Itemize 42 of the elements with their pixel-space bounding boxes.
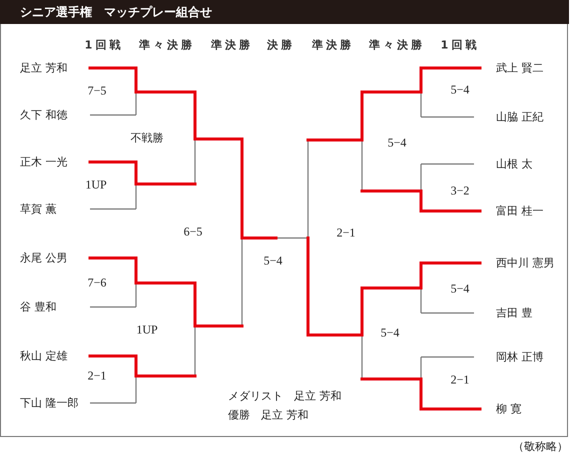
round-heading: 準々決勝: [369, 38, 425, 52]
player-name: 山脇 正紀: [496, 110, 544, 124]
player-name: 秋山 定雄: [20, 348, 68, 364]
round-heading: 準決勝: [312, 38, 354, 52]
player-name: 足立 芳和: [20, 60, 68, 76]
player-name: 武上 賢二: [496, 60, 544, 76]
match-score: 3−2: [450, 184, 470, 198]
player-name: 谷 豊和: [20, 300, 56, 314]
match-score: 1UP: [136, 322, 158, 338]
player-name: 岡林 正博: [496, 350, 544, 364]
match-score: 2−1: [88, 368, 106, 384]
match-score: 2−1: [450, 372, 470, 388]
round-heading: 1回戦: [84, 38, 124, 52]
match-score: 5−4: [380, 326, 400, 340]
footnote: （敬称略）: [513, 439, 568, 454]
match-score: 2−1: [336, 226, 356, 240]
player-name: 正木 一光: [20, 154, 68, 170]
player-name: 富田 桂一: [496, 204, 544, 218]
player-name: 西中川 憲男: [496, 256, 554, 270]
match-score: 5−4: [450, 282, 470, 296]
diagram-title: シニア選手権 マッチプレー組合せ: [20, 4, 212, 21]
match-score: 不戦勝: [130, 130, 164, 146]
match-score: 1UP: [85, 178, 107, 192]
round-heading: 準決勝: [211, 38, 253, 52]
player-name: 久下 和徳: [20, 108, 68, 122]
player-name: 草賀 薫: [20, 202, 56, 216]
player-name: 柳 寛: [496, 402, 522, 416]
match-score: 5−4: [388, 136, 406, 150]
match-score: 5−4: [450, 82, 470, 98]
player-name: 永尾 公男: [20, 250, 68, 266]
player-name: 吉田 豊: [496, 306, 532, 320]
match-score: 7−6: [88, 276, 106, 290]
medalist-note: 優勝 足立 芳和: [228, 408, 308, 422]
round-heading: 決勝: [267, 38, 295, 52]
player-name: 山根 太: [496, 156, 532, 172]
medalist-note: メダリスト 足立 芳和: [228, 388, 342, 404]
round-heading: 1回戦: [440, 38, 480, 52]
player-name: 下山 隆一郎: [20, 396, 78, 410]
match-score: 6−5: [184, 224, 202, 240]
match-score: 7−5: [88, 84, 106, 98]
match-score: 5−4: [264, 254, 282, 268]
round-heading: 準々決勝: [139, 38, 195, 52]
